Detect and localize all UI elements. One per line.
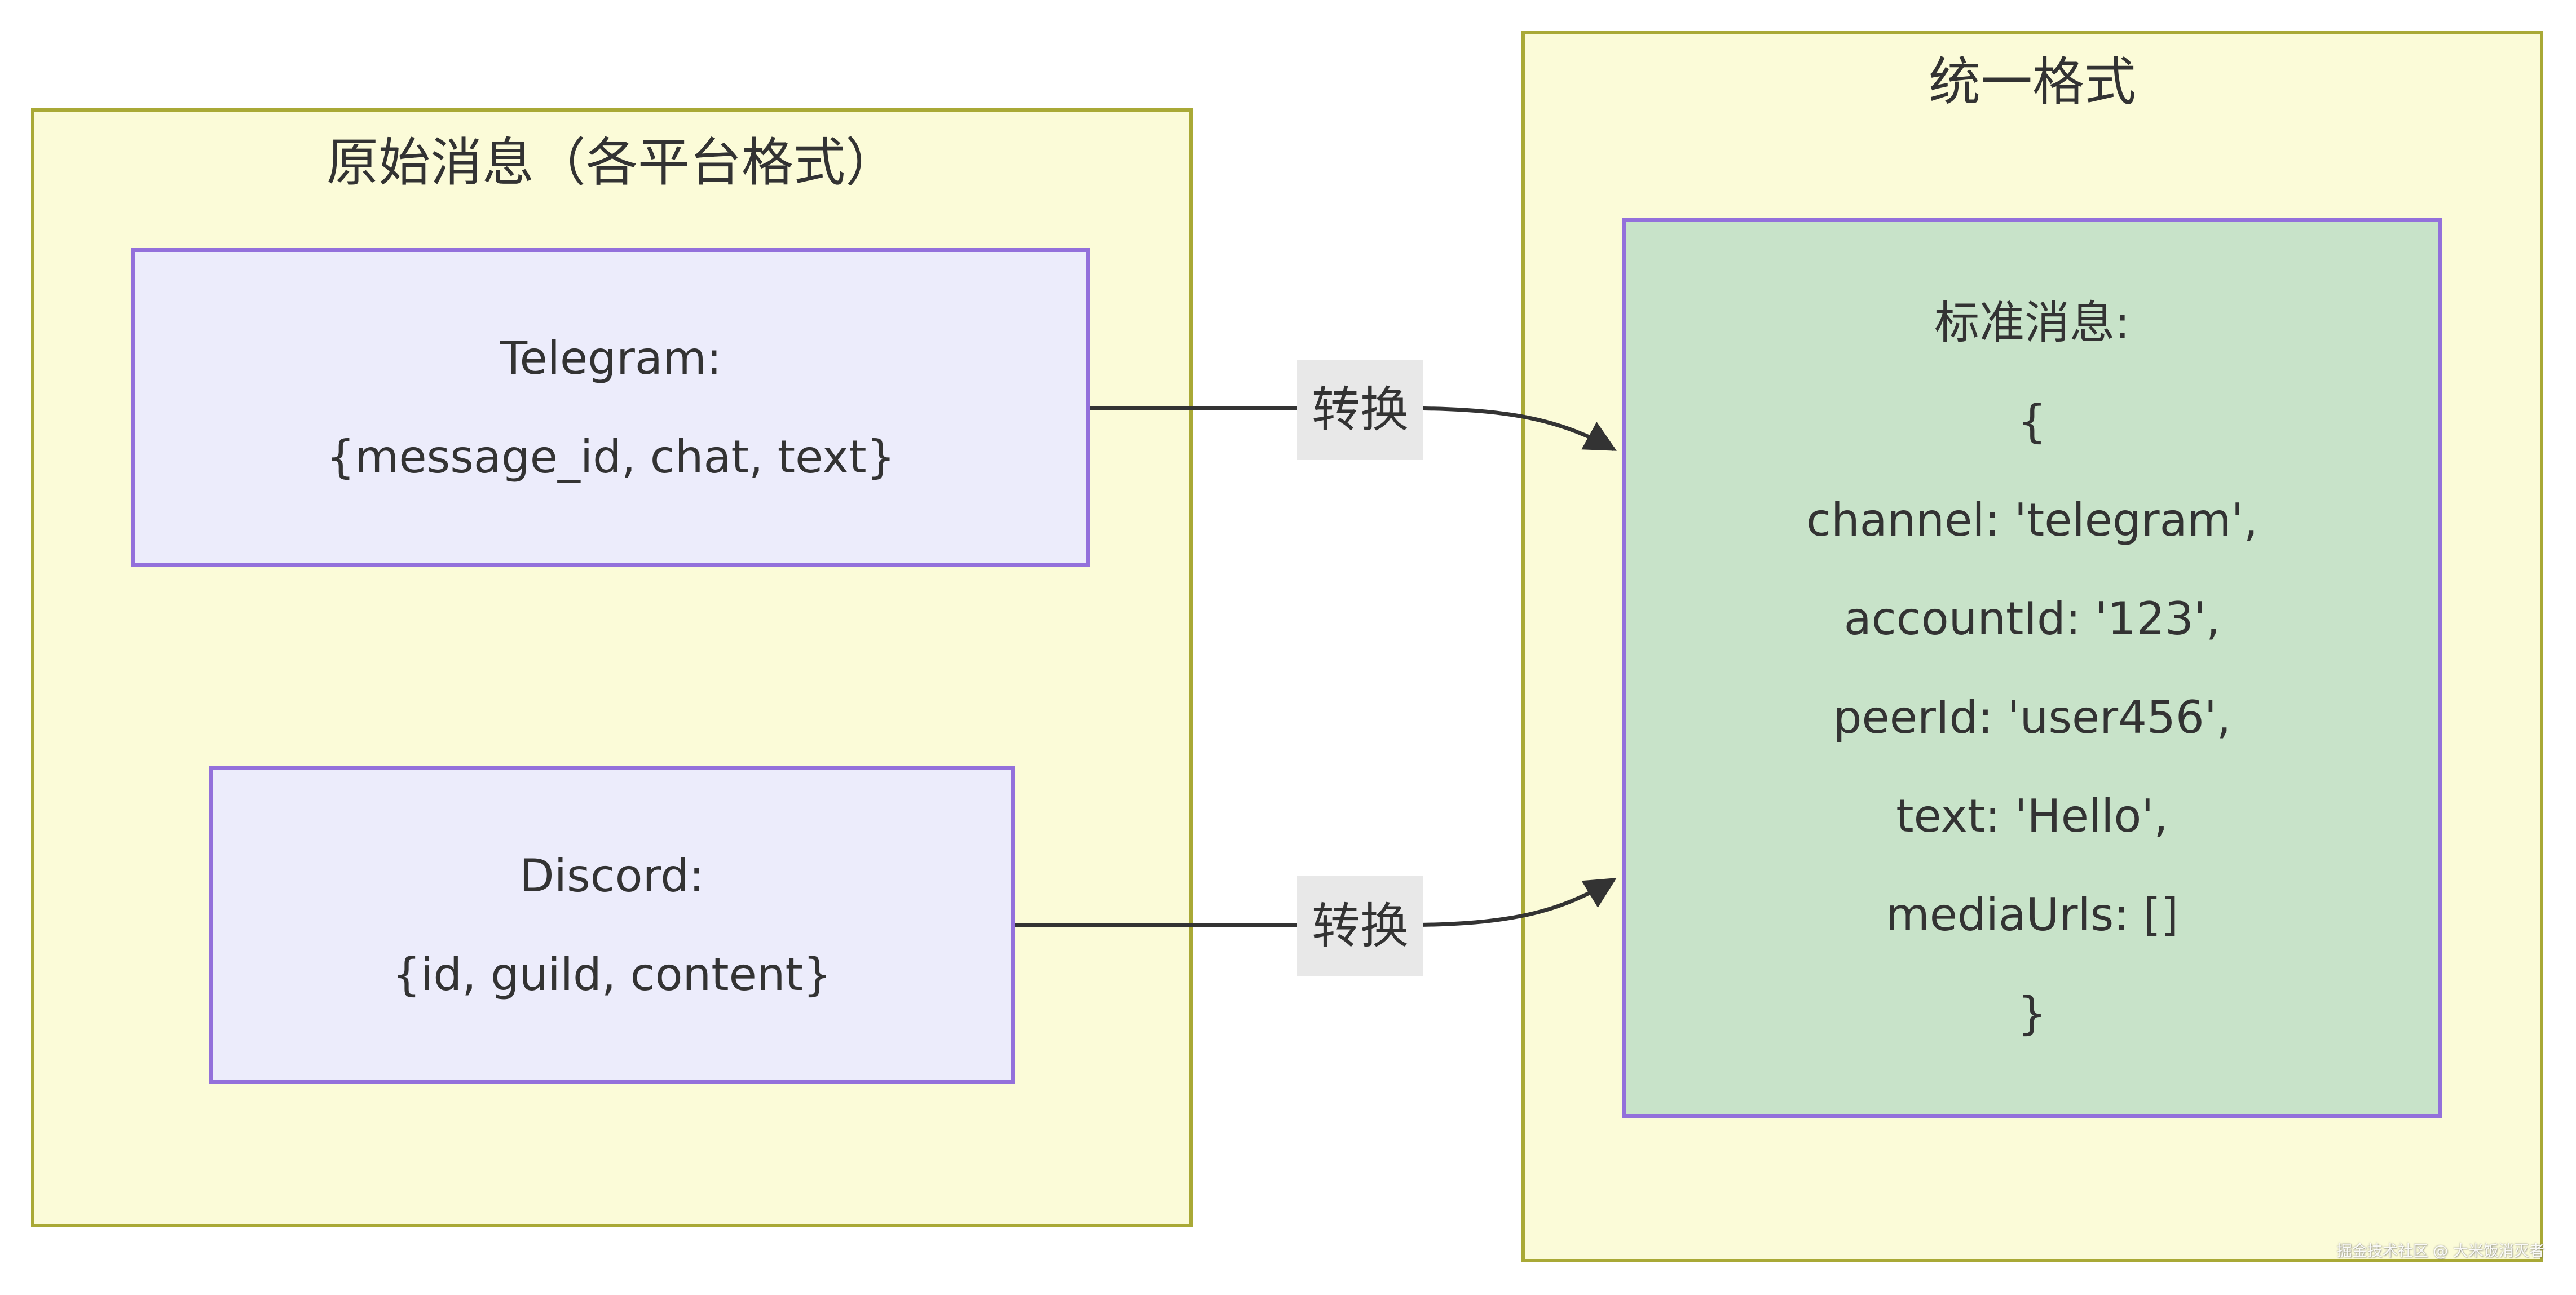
watermark: 掘金技术社区 @ 大米饭消灭者 bbox=[2336, 1243, 2544, 1260]
edge-label-convert-discord: 转换 bbox=[1297, 876, 1423, 976]
edge-label-convert-telegram: 转换 bbox=[1297, 360, 1423, 460]
node-telegram-line1: Telegram: bbox=[500, 332, 722, 384]
standard-message-line: { bbox=[2018, 395, 2046, 448]
standard-message-line: } bbox=[2018, 987, 2046, 1040]
standard-message-line: mediaUrls: [] bbox=[1885, 889, 2179, 941]
node-standard-message: 标准消息: { channel: 'telegram', accountId: … bbox=[1622, 218, 2442, 1118]
standard-message-line: peerId: 'user456', bbox=[1833, 691, 2231, 744]
standard-message-line: channel: 'telegram', bbox=[1806, 494, 2258, 546]
standard-message-line: text: 'Hello', bbox=[1896, 790, 2168, 842]
standard-message-line: 标准消息: bbox=[1934, 297, 2130, 349]
node-discord-line2: {id, guild, content} bbox=[392, 948, 832, 1001]
standard-message-line: accountId: '123', bbox=[1843, 593, 2221, 645]
node-telegram-line2: {message_id, chat, text} bbox=[326, 430, 896, 483]
node-discord: Discord: {id, guild, content} bbox=[209, 766, 1015, 1084]
node-discord-line1: Discord: bbox=[519, 849, 704, 902]
group-unified-format-title: 统一格式 bbox=[1928, 52, 2136, 112]
group-original-messages-title: 原始消息（各平台格式） bbox=[326, 132, 897, 193]
node-telegram: Telegram: {message_id, chat, text} bbox=[131, 248, 1090, 567]
